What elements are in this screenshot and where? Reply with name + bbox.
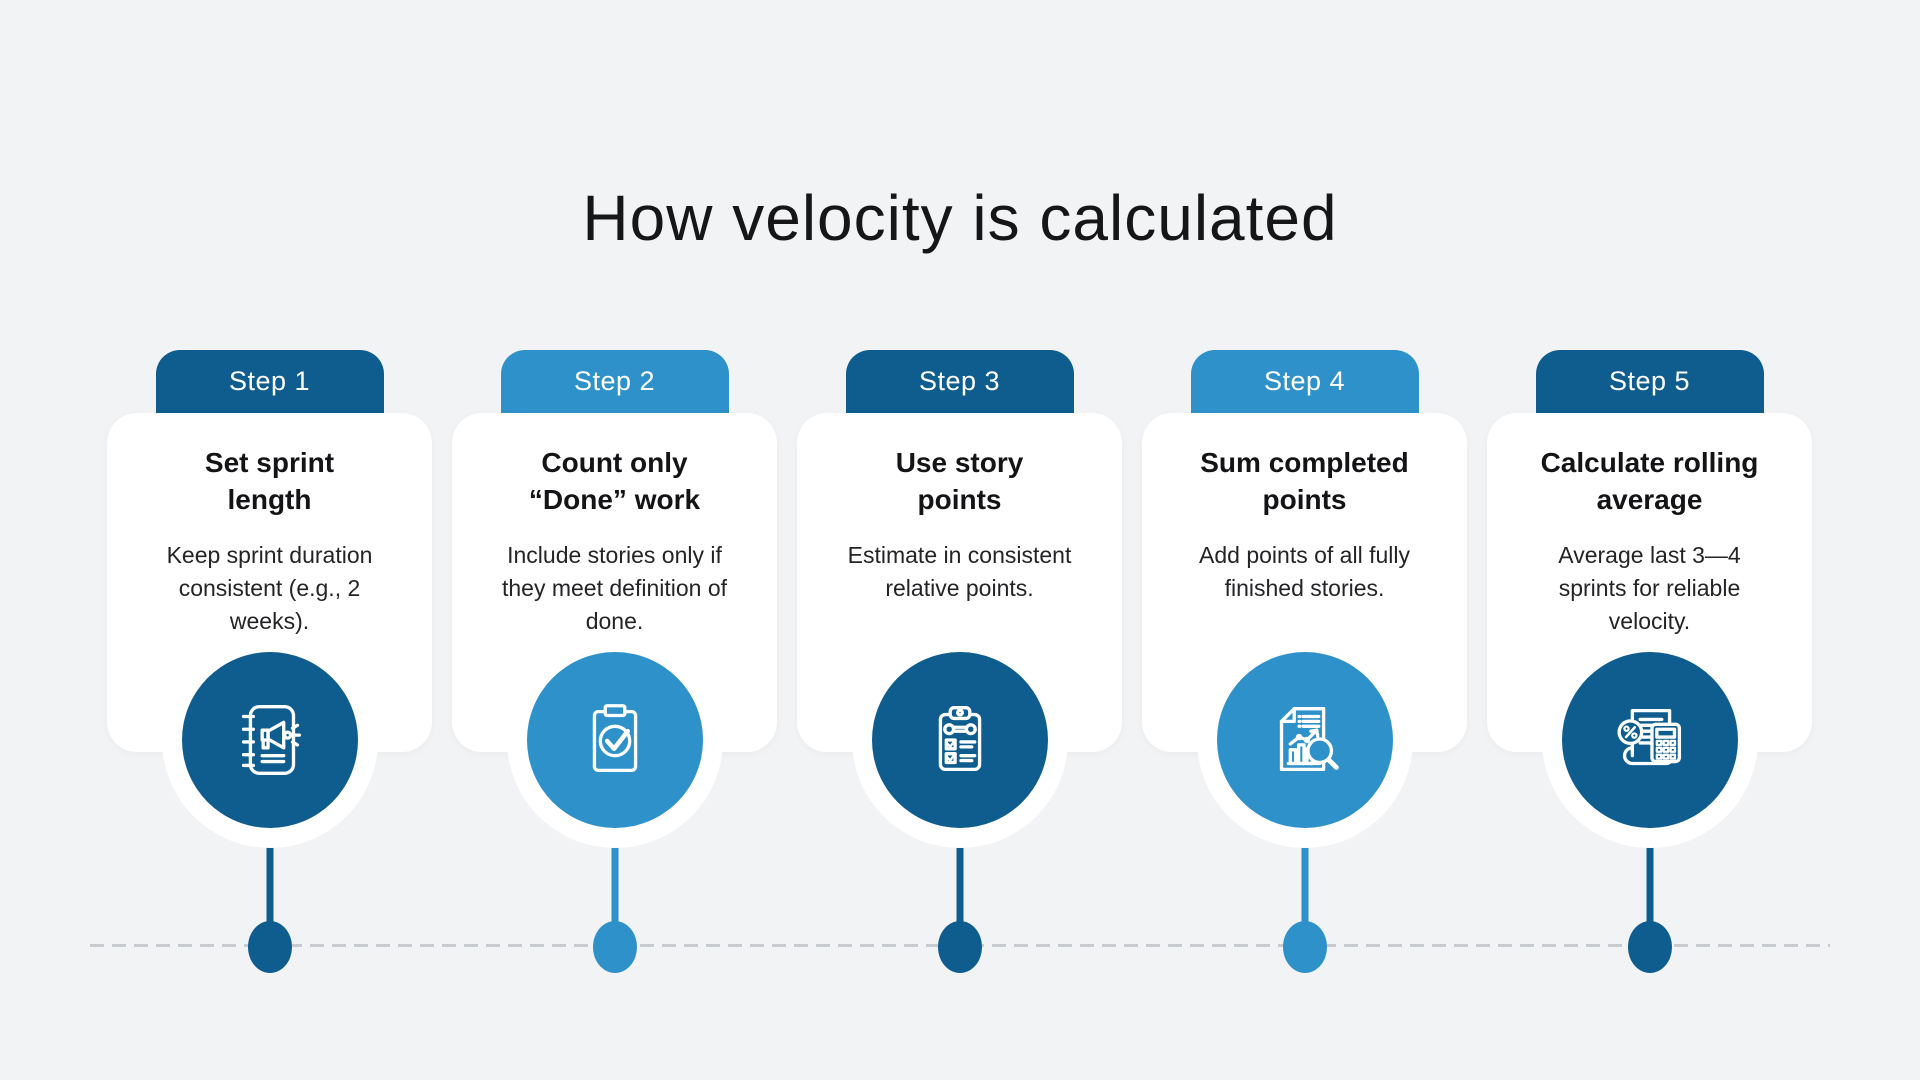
step-timeline-dot bbox=[247, 921, 292, 973]
step-title: Count only “Done” work bbox=[528, 447, 701, 515]
step-card: Step 4 Sum completed points Add points o… bbox=[1142, 350, 1467, 980]
step-tab: Step 2 bbox=[500, 350, 729, 416]
step-tab-label: Step 2 bbox=[573, 365, 656, 396]
step-title: Use story points bbox=[895, 447, 1024, 515]
step-tab: Step 3 bbox=[845, 350, 1074, 416]
step-description: Add points of all fully finished stories… bbox=[1199, 541, 1410, 602]
step-connector-stem bbox=[956, 846, 963, 947]
step-tab-label: Step 4 bbox=[1263, 365, 1346, 396]
step-timeline-dot bbox=[937, 921, 982, 973]
step-card: Step 2 Count only “Done” work Include st… bbox=[452, 350, 777, 980]
step-timeline-dot bbox=[1627, 921, 1672, 973]
step-icon-circle bbox=[871, 652, 1048, 828]
step-icon-circle bbox=[1216, 652, 1393, 828]
step-card: Step 5 Calculate rolling average Average… bbox=[1487, 350, 1812, 980]
step-tab: Step 5 bbox=[1535, 350, 1764, 416]
step-connector-stem bbox=[1646, 846, 1653, 947]
icon-clipboard-check bbox=[568, 693, 662, 787]
step-tab: Step 1 bbox=[155, 350, 384, 416]
step-card: Step 3 Use story points Estimate in cons… bbox=[797, 350, 1122, 980]
icon-scroll-calculator bbox=[1603, 693, 1697, 787]
page-title: How velocity is calculated bbox=[582, 182, 1338, 254]
icon-report-magnifier bbox=[1258, 693, 1352, 787]
step-tab: Step 4 bbox=[1190, 350, 1419, 416]
step-description: Estimate in consistent relative points. bbox=[847, 541, 1072, 602]
step-icon-circle bbox=[181, 652, 358, 828]
step-tab-label: Step 1 bbox=[228, 365, 311, 396]
step-title: Sum completed points bbox=[1200, 447, 1409, 515]
step-tab-label: Step 5 bbox=[1608, 365, 1691, 396]
step-description: Average last 3—4 sprints for reliable ve… bbox=[1558, 541, 1741, 635]
step-connector-stem bbox=[266, 846, 273, 947]
step-title: Set sprint length bbox=[204, 447, 335, 515]
icon-clipboard-tasks bbox=[913, 693, 1007, 787]
step-description: Include stories only if they meet defini… bbox=[501, 541, 728, 635]
step-tab-label: Step 3 bbox=[918, 365, 1001, 396]
step-description: Keep sprint duration consistent (e.g., 2… bbox=[166, 541, 373, 635]
step-icon-circle bbox=[526, 652, 703, 828]
icon-notebook-megaphone bbox=[223, 693, 317, 787]
step-card: Step 1 Set sprint length Keep sprint dur… bbox=[107, 350, 432, 980]
step-icon-circle bbox=[1561, 652, 1738, 828]
step-connector-stem bbox=[611, 846, 618, 947]
step-connector-stem bbox=[1301, 846, 1308, 947]
step-timeline-dot bbox=[592, 921, 637, 973]
step-title: Calculate rolling average bbox=[1540, 447, 1759, 515]
steps-row: Step 1 Set sprint length Keep sprint dur… bbox=[107, 350, 1812, 980]
step-timeline-dot bbox=[1282, 921, 1327, 973]
